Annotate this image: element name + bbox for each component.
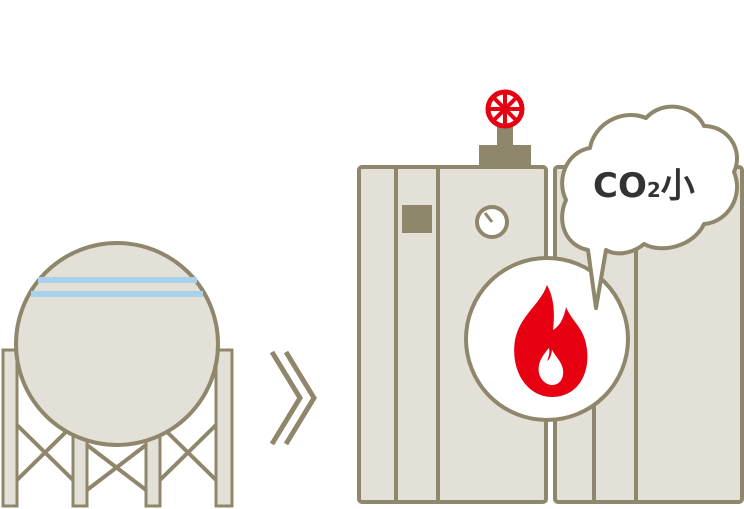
small-kanji: 小 xyxy=(661,166,695,206)
gas-tank-icon xyxy=(3,243,232,506)
subscript-two: 2 xyxy=(647,178,661,202)
flame-badge xyxy=(466,258,628,420)
co-text: CO xyxy=(593,166,647,206)
co2-label: CO2小 xyxy=(593,166,695,206)
valve-wheel-icon xyxy=(488,92,522,126)
double-chevron-right-icon xyxy=(272,352,314,444)
pressure-gauge-icon xyxy=(477,207,507,237)
